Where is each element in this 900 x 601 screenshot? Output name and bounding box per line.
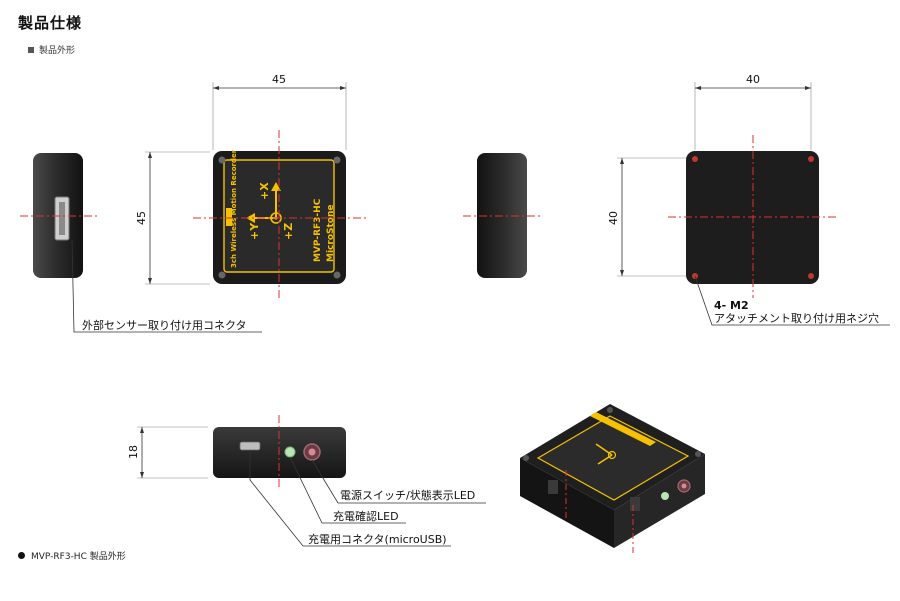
dimension-height-back: 40 xyxy=(607,211,620,225)
page-title: 製品仕様 xyxy=(18,14,83,32)
side-view-plain xyxy=(463,153,541,278)
iso-right-face xyxy=(614,454,705,548)
dimension-width-back: 40 xyxy=(746,73,760,86)
charge-led-icon xyxy=(284,446,296,458)
brand-label: MicroStone xyxy=(326,205,336,262)
figure-caption: MVP-RF3-HC 製品外形 xyxy=(18,549,126,562)
status-led-icon xyxy=(308,448,316,456)
square-bullet-icon xyxy=(28,46,34,53)
callout-sensor-connector: 外部センサー取り付け用コネクタ xyxy=(82,318,247,332)
callout-charge-led: 充電確認LED xyxy=(333,509,399,523)
leader-line xyxy=(289,456,406,524)
iso-port xyxy=(630,497,640,511)
dimension-height-front: 45 xyxy=(135,211,148,225)
screw-hole-icon xyxy=(808,273,814,279)
callout-power-switch-led: 電源スイッチ/状態表示LED xyxy=(340,488,475,502)
sensor-connector-slot xyxy=(59,202,65,235)
leader-line xyxy=(311,459,486,504)
bullet-icon xyxy=(18,552,25,559)
iso-axis-arrow xyxy=(597,454,613,465)
screw-hole-icon xyxy=(808,156,814,162)
microusb-port xyxy=(239,441,261,451)
callout-charge-connector: 充電用コネクタ(microUSB) xyxy=(308,532,447,546)
caption-text: MVP-RF3-HC 製品外形 xyxy=(31,552,126,562)
front-view: +X +Y +Z MVP-RF3-HC MicroStone 3ch Wirel… xyxy=(145,82,367,300)
screw-icon xyxy=(333,156,341,164)
dimension-width-front: 45 xyxy=(272,73,286,86)
isometric-view xyxy=(520,404,705,555)
iso-axis-marker xyxy=(607,450,617,460)
model-label: MVP-RF3-HC xyxy=(313,198,323,262)
iso-brand-strip xyxy=(590,412,656,446)
leader-line xyxy=(694,275,890,326)
axis-x-label: +X xyxy=(258,182,271,200)
callout-screw-spec: 4- M2 xyxy=(714,299,749,312)
back-view xyxy=(617,82,890,326)
screw-hole-icon xyxy=(692,156,698,162)
callout-attachment-holes: アタッチメント取り付け用ネジ穴 xyxy=(714,311,879,325)
product-name-label: 3ch Wireless Motion Recorder xyxy=(230,149,238,268)
screw-icon xyxy=(218,156,226,164)
iso-left-face xyxy=(520,458,614,548)
axis-y-label: +Y xyxy=(248,222,261,240)
iso-charge-led-icon xyxy=(661,492,669,500)
iso-port xyxy=(548,480,558,494)
status-sticker xyxy=(226,208,232,226)
leader-line xyxy=(249,450,451,547)
leader-line xyxy=(71,239,262,333)
axis-z-label: +Z xyxy=(282,223,295,240)
side-view-connector xyxy=(20,153,262,333)
section-heading: 製品外形 xyxy=(28,43,75,56)
dimension-height-side: 18 xyxy=(127,445,140,459)
bottom-side-view xyxy=(137,415,486,547)
screw-icon xyxy=(218,271,226,279)
screw-icon xyxy=(333,271,341,279)
section-label: 製品外形 xyxy=(39,46,76,56)
